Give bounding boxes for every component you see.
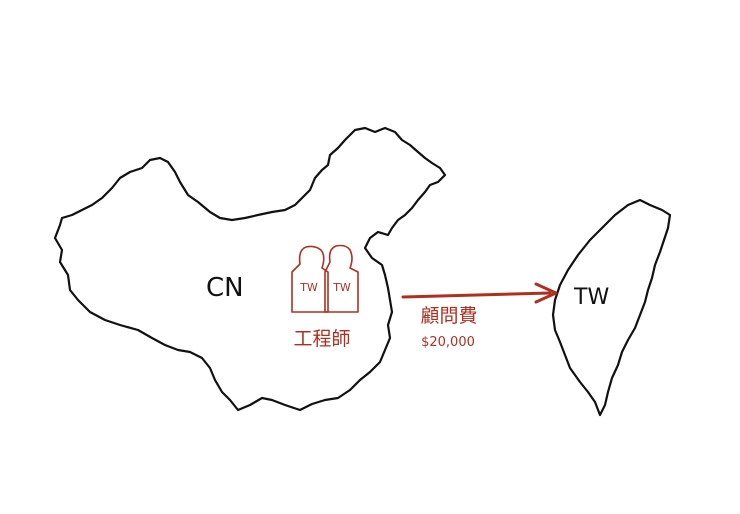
taiwan-map-label: TW [573,285,609,310]
consulting-fee-amount: $20,000 [421,335,475,350]
china-map-outline [53,126,447,412]
engineer-right-label: TW [332,281,351,294]
engineer-figure-left [291,245,329,313]
china-label: CN [206,273,244,303]
consulting-fee-arrow [401,282,558,304]
consulting-fee-label: 顧問費 [420,305,477,327]
taiwan-map-outline [551,198,672,417]
engineer-left-label: TW [299,281,318,294]
engineer-figure-right [324,244,359,313]
engineers-caption: 工程師 [293,328,350,350]
